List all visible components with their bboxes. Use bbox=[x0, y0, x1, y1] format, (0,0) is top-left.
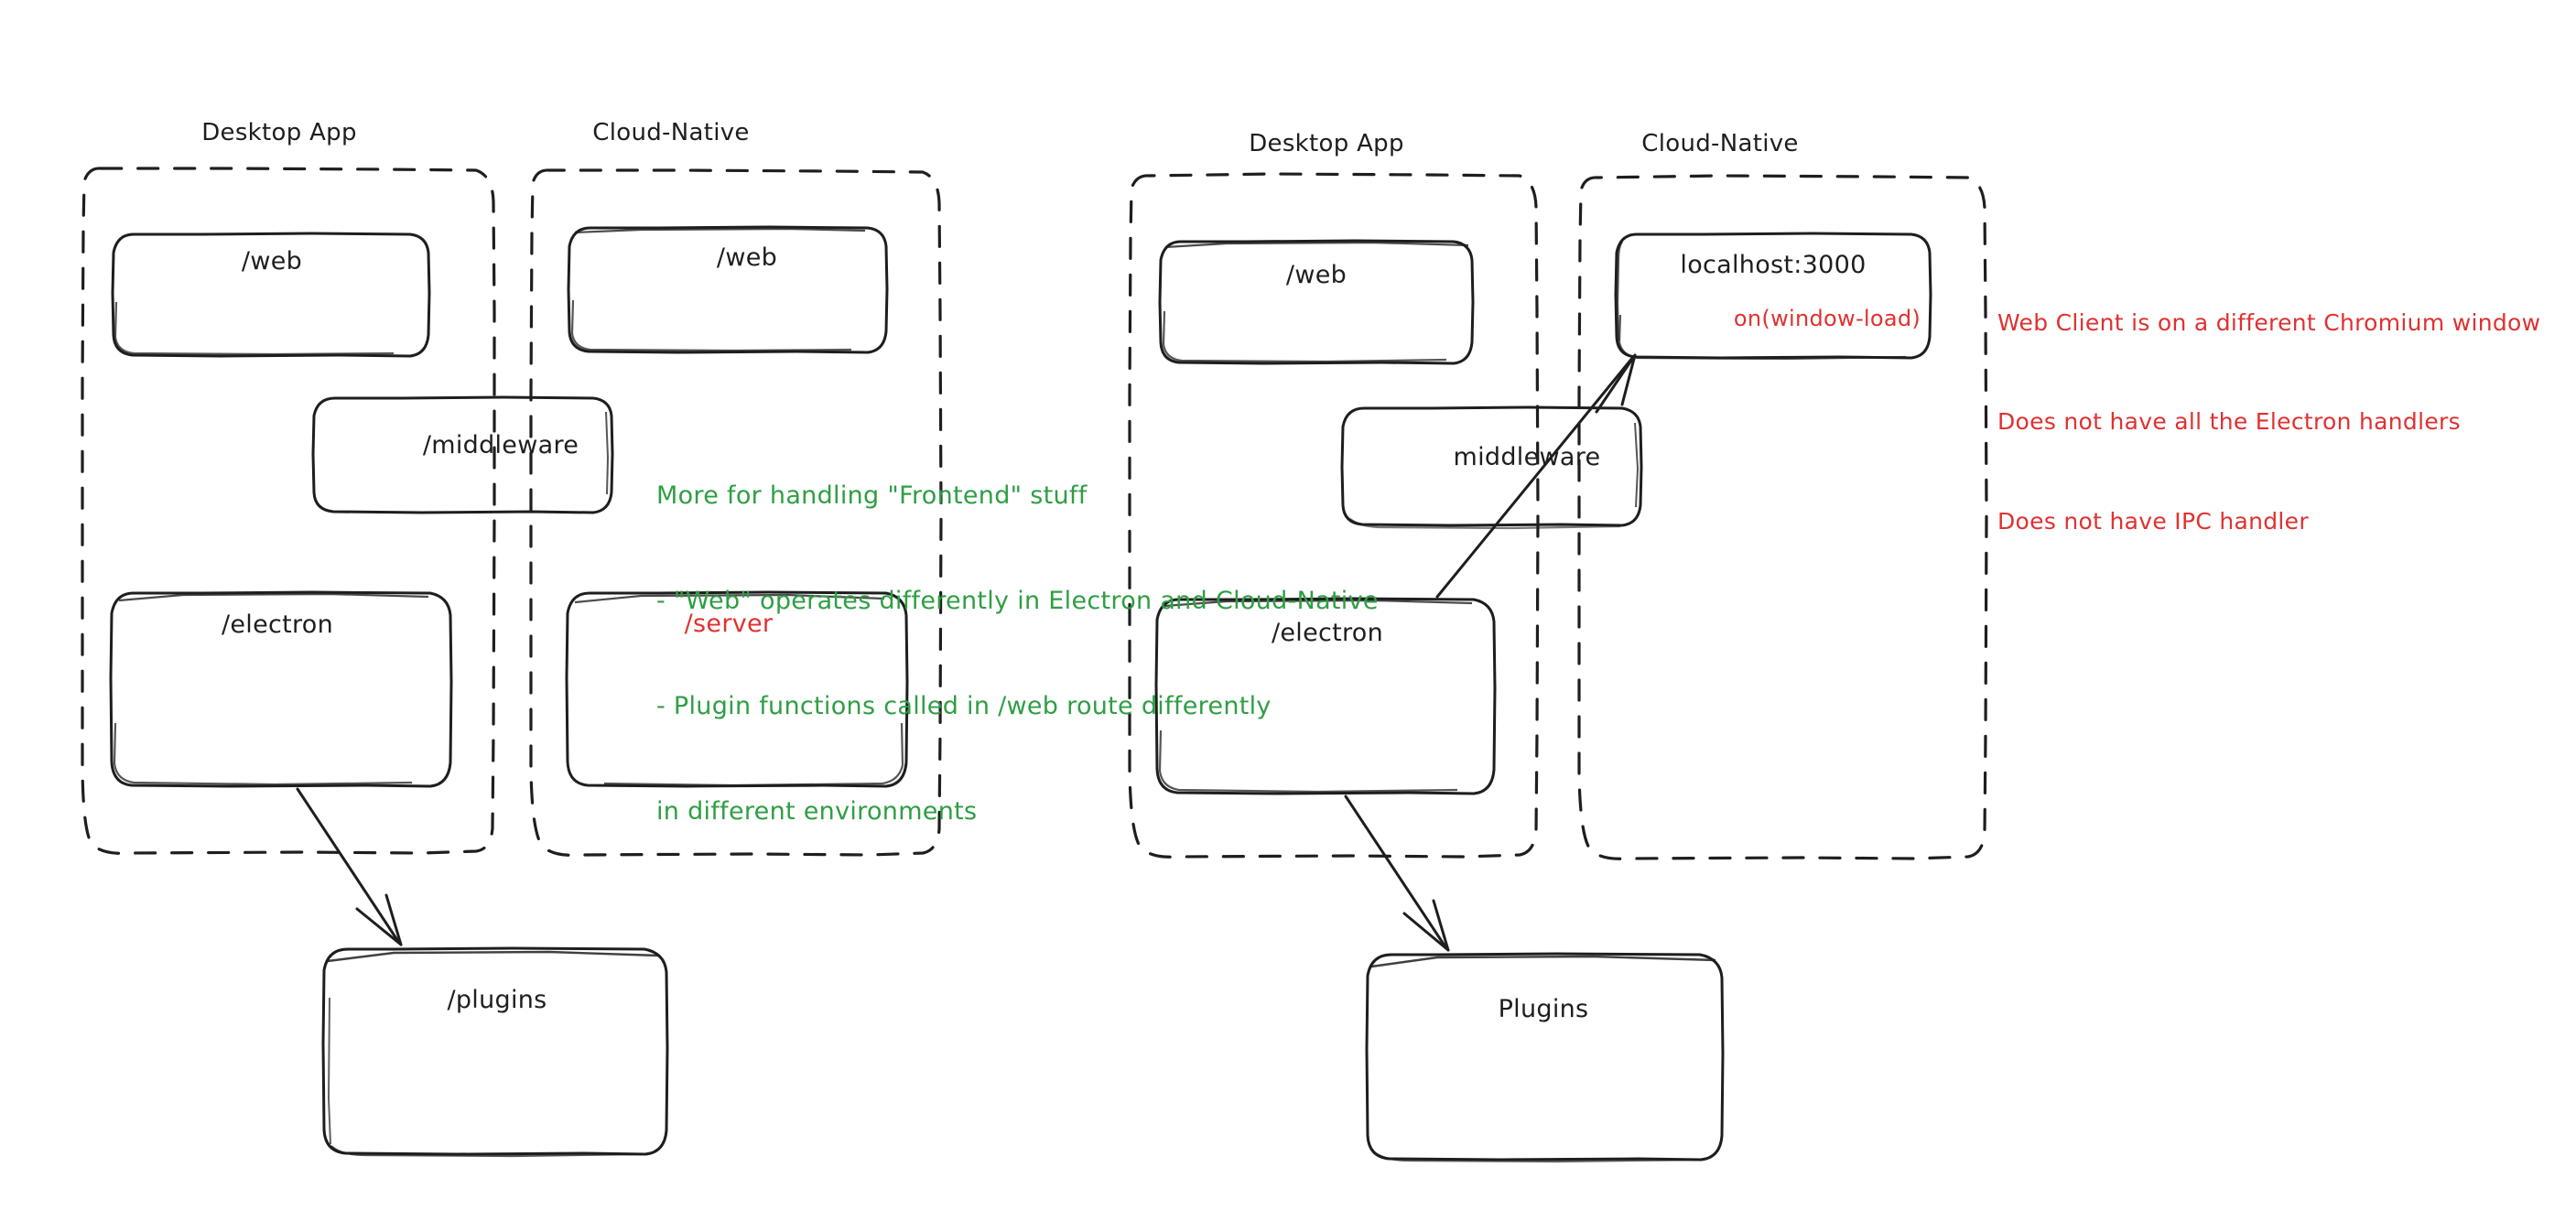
box-outline-server-left bbox=[565, 590, 909, 788]
group-title-desktop-app-left: Desktop App bbox=[201, 119, 357, 146]
box-outline-web-desktop-left bbox=[111, 232, 431, 358]
arrow-electron-to-localhost-right bbox=[1435, 353, 1637, 599]
annotation-frontend-line-4: in different environments bbox=[656, 796, 978, 826]
annotation-web-client-line-1: Web Client is on a different Chromium wi… bbox=[1997, 308, 2541, 336]
annotation-web-client-line-3: Does not have IPC handler bbox=[1997, 508, 2309, 535]
box-outline-middleware-left bbox=[311, 395, 614, 514]
annotation-frontend-line-2: - "Web" operates differently in Electron… bbox=[656, 586, 1379, 615]
annotation-web-client-note: Web Client is on a different Chromium wi… bbox=[1997, 240, 2540, 605]
box-label-web-desktop-right: /web bbox=[1285, 261, 1348, 289]
box-label-electron-right: /electron bbox=[1271, 619, 1384, 647]
group-title-cloud-native-right: Cloud-Native bbox=[1641, 130, 1799, 157]
box-label-web-cloud-left: /web bbox=[716, 243, 778, 272]
box-outline-web-desktop-right bbox=[1158, 239, 1475, 365]
box-outline-web-cloud-left bbox=[567, 225, 889, 354]
box-label-localhost-right: localhost:3000 bbox=[1680, 251, 1867, 279]
group-title-desktop-app-right: Desktop App bbox=[1249, 130, 1404, 157]
group-outline-cloud-native-right bbox=[1577, 174, 1988, 860]
box-label-plugins-right: Plugins bbox=[1498, 995, 1589, 1023]
box-outline-plugins-left bbox=[321, 946, 669, 1158]
box-outline-middleware-right bbox=[1340, 405, 1643, 530]
box-label-middleware-left: /middleware bbox=[422, 431, 579, 459]
group-outline-cloud-native-left bbox=[529, 168, 943, 857]
box-outline-electron-right bbox=[1154, 597, 1497, 795]
box-label-plugins-left: /plugins bbox=[447, 986, 547, 1014]
arrow-electron-to-plugins-left bbox=[296, 787, 403, 946]
annotation-frontend-line-1: More for handling "Frontend" stuff bbox=[656, 481, 1088, 510]
annotation-frontend-note: More for handling "Frontend" stuff - "We… bbox=[656, 408, 1379, 900]
group-title-cloud-native-left: Cloud-Native bbox=[592, 119, 750, 146]
box-label-electron-left: /electron bbox=[221, 611, 334, 639]
annotation-frontend-line-3: - Plugin functions called in /web route … bbox=[656, 691, 1272, 720]
box-sublabel-on-window-load: on(window-load) bbox=[1733, 306, 1921, 331]
box-label-server-left: /server bbox=[684, 610, 774, 638]
box-outline-electron-left bbox=[109, 590, 453, 788]
annotation-web-client-line-2: Does not have all the Electron handlers bbox=[1997, 408, 2461, 436]
box-label-middleware-right: middleware bbox=[1453, 443, 1601, 471]
box-outline-plugins-right bbox=[1365, 952, 1725, 1163]
arrow-electron-to-plugins-right bbox=[1344, 794, 1450, 952]
box-label-web-desktop-left: /web bbox=[241, 247, 303, 276]
group-outline-desktop-app-left bbox=[81, 167, 496, 855]
group-outline-desktop-app-right bbox=[1128, 172, 1540, 859]
box-outline-localhost-right bbox=[1614, 232, 1932, 361]
